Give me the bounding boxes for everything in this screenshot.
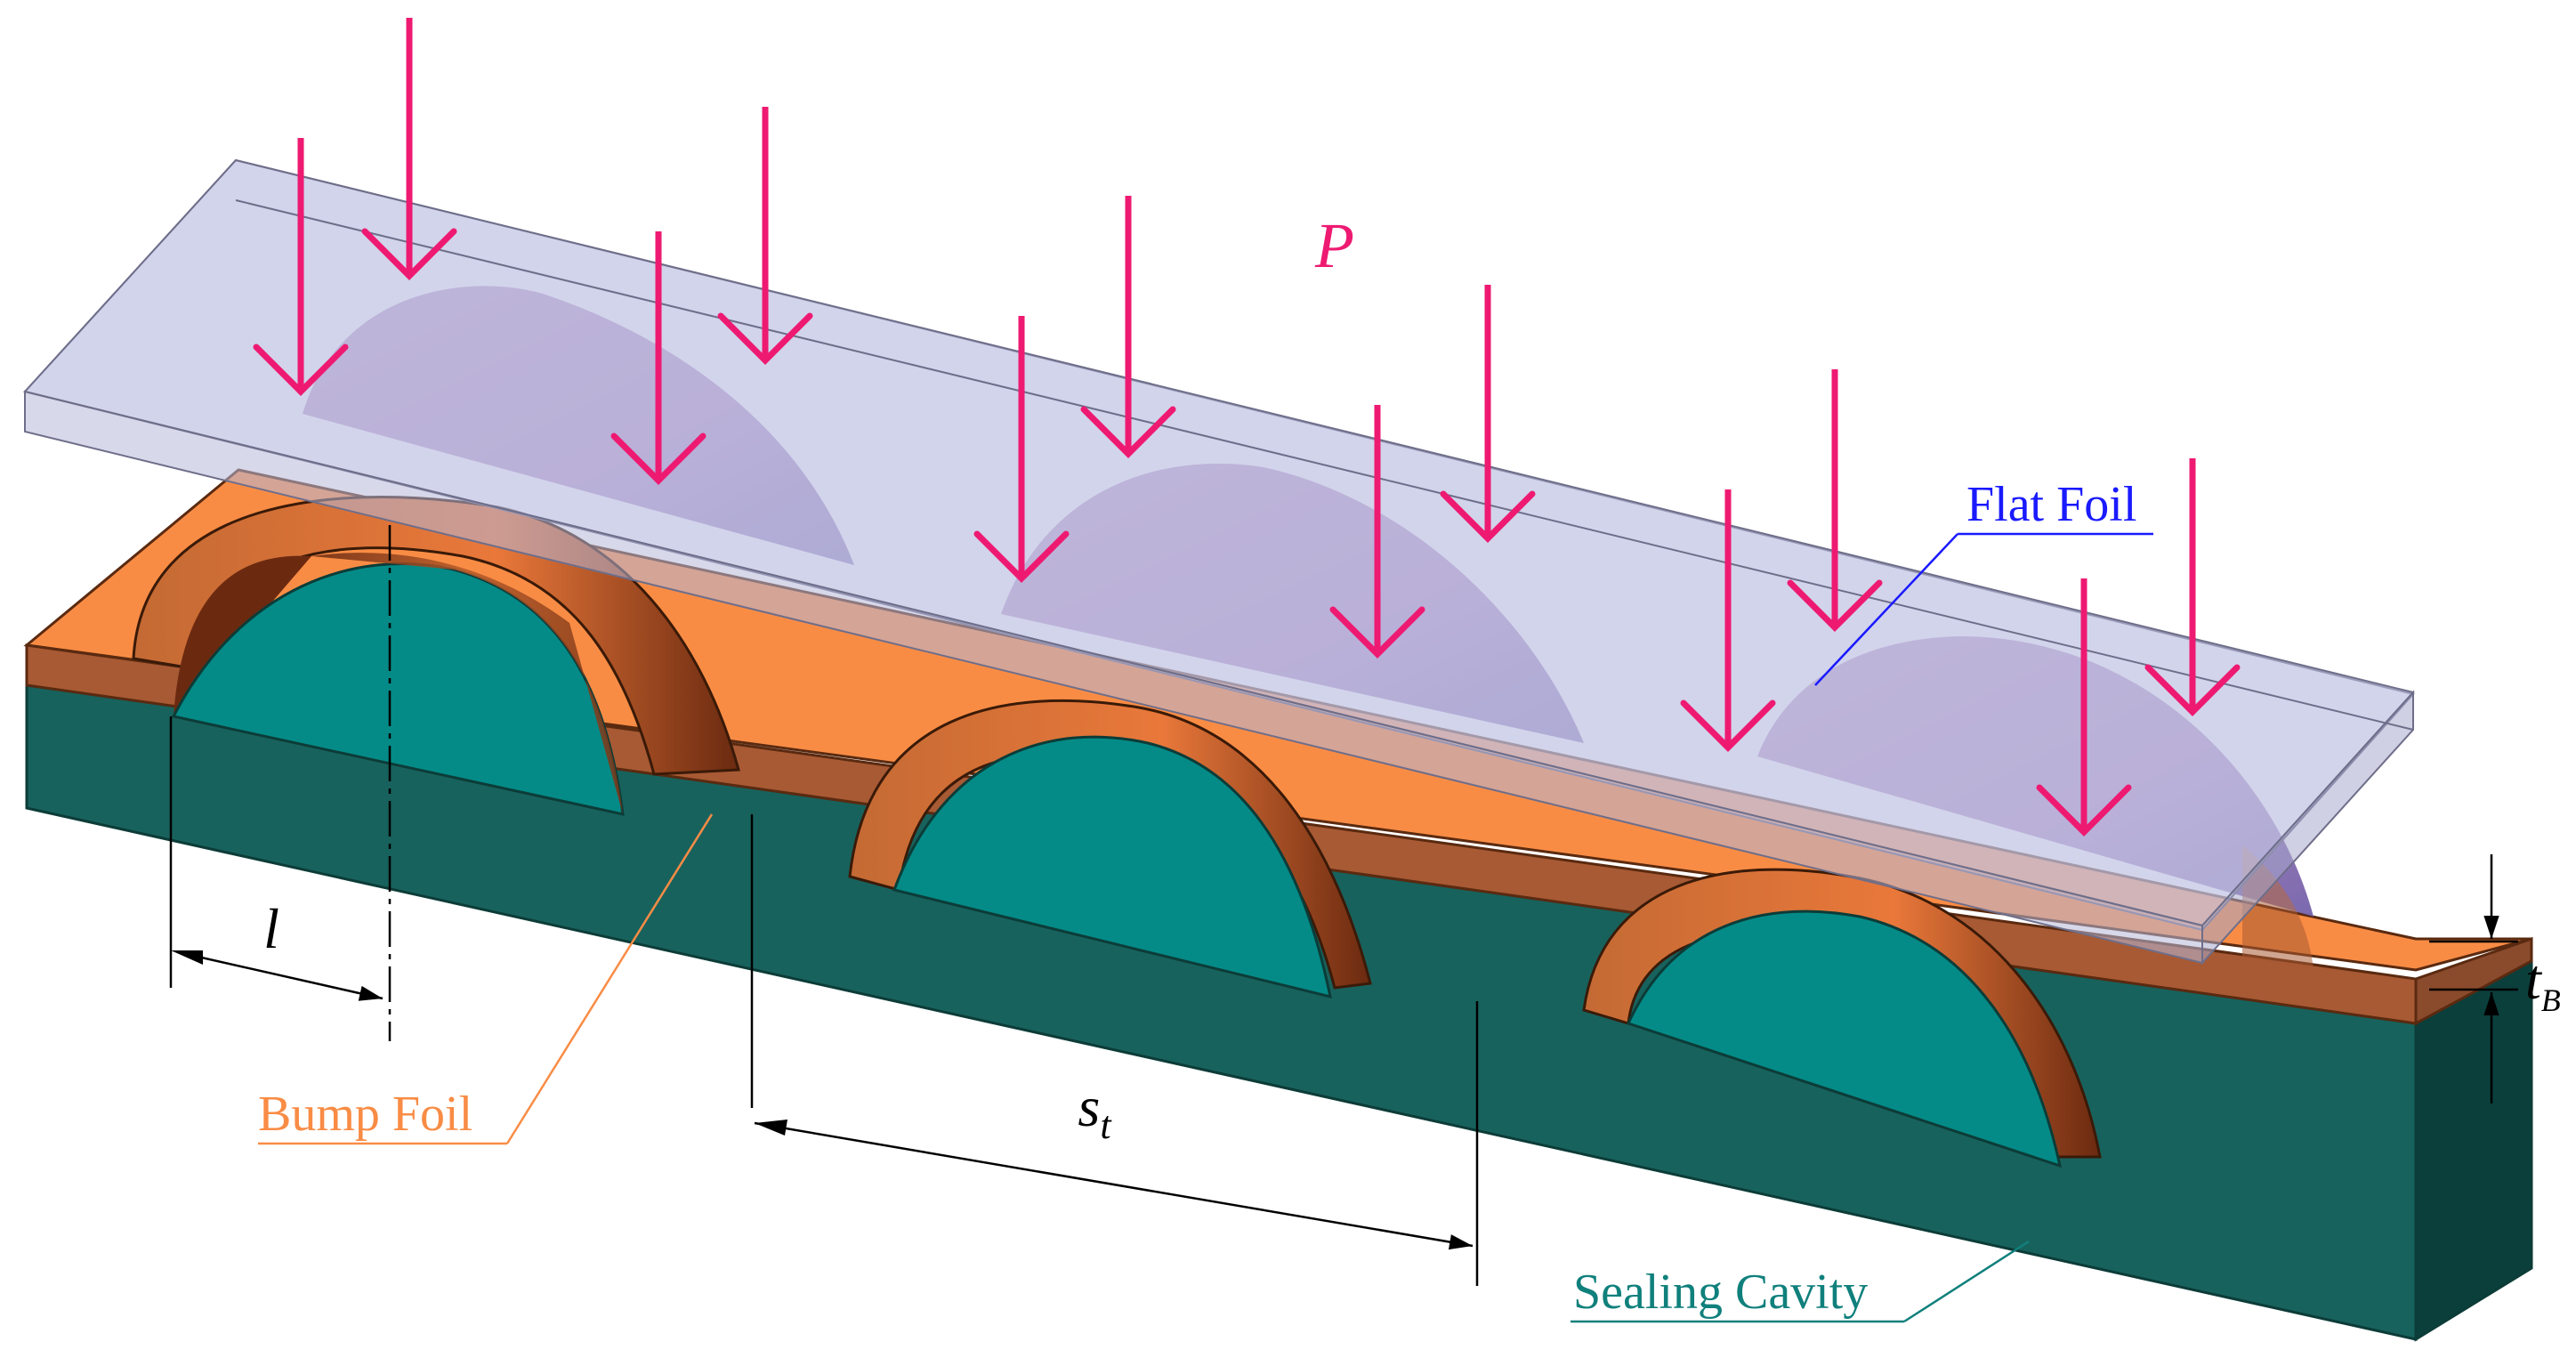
pressure-arrow-7 xyxy=(1329,405,1425,659)
pressure-arrow-1 xyxy=(253,138,349,396)
sealing-cavity-leader xyxy=(1903,1240,2030,1323)
pressure-arrow-12 xyxy=(2144,458,2241,716)
dimension-tb xyxy=(2429,854,2518,1103)
flat-foil-leader xyxy=(1814,533,1958,686)
pressure-arrow-head xyxy=(717,312,813,365)
pressure-arrow-head xyxy=(2144,664,2241,716)
bump-foil-callout: Bump Foil xyxy=(258,813,714,1145)
pressure-arrow-3 xyxy=(610,231,707,485)
pressure-arrow-5 xyxy=(973,316,1070,583)
pressure-arrow-head xyxy=(1440,490,1536,543)
pressure-arrow-head xyxy=(1080,406,1176,458)
label-bump-foil: Bump Foil xyxy=(258,1087,472,1142)
dim-st-line xyxy=(754,1121,1474,1250)
label-sealing-cavity: Sealing Cavity xyxy=(1573,1265,1868,1320)
label-l: l xyxy=(263,897,279,960)
flat-foil xyxy=(23,158,2415,966)
label-tb: tB xyxy=(2525,948,2561,1018)
cavity-right-face xyxy=(2414,958,2533,1342)
pressure-arrow-head xyxy=(1329,606,1425,659)
label-pressure: P xyxy=(1314,210,1354,281)
bump-2-cavity-section xyxy=(892,735,1332,999)
bump-3-cavity-section xyxy=(1626,909,2063,1168)
label-st: st xyxy=(1078,1075,1112,1147)
pressure-arrow-8 xyxy=(1440,285,1536,543)
pressure-arrow-9 xyxy=(1680,489,1776,752)
pressure-arrow-11 xyxy=(2036,578,2132,837)
dim-l-arrow-left xyxy=(171,950,203,965)
pressure-arrow-head xyxy=(361,228,457,280)
dimension-l xyxy=(169,525,392,1041)
bump-1-inner-wall xyxy=(311,553,623,814)
dim-st-arrow-left xyxy=(755,1120,787,1136)
bump-foil-leader xyxy=(505,813,714,1144)
flat-foil-back-edge xyxy=(235,199,2414,731)
label-flat-foil: Flat Foil xyxy=(1966,477,2136,532)
pressure-arrow-head xyxy=(1787,579,1883,632)
dim-l-line xyxy=(177,950,384,1001)
pressure-arrow-head xyxy=(610,432,707,485)
dimension-st xyxy=(750,814,1479,1286)
pressure-arrow-2 xyxy=(361,18,457,280)
bump-2 xyxy=(848,699,1372,999)
pressure-arrow-10 xyxy=(1787,369,1883,632)
bump-3 xyxy=(1582,868,2102,1168)
pressure-arrow-6 xyxy=(1080,196,1176,458)
pressure-arrow-head xyxy=(253,344,349,396)
pressure-arrows xyxy=(253,18,2241,837)
pressure-arrow-4 xyxy=(717,107,813,365)
pressure-arrow-head xyxy=(2036,784,2132,837)
sealing-cavity-callout: Sealing Cavity xyxy=(1571,1240,2030,1323)
bump-foil-right-edge xyxy=(2414,936,2533,1026)
pressure-arrow-head xyxy=(1680,699,1776,752)
flat-foil-callout: Flat Foil xyxy=(1814,477,2153,686)
pressure-arrow-head xyxy=(973,530,1070,583)
